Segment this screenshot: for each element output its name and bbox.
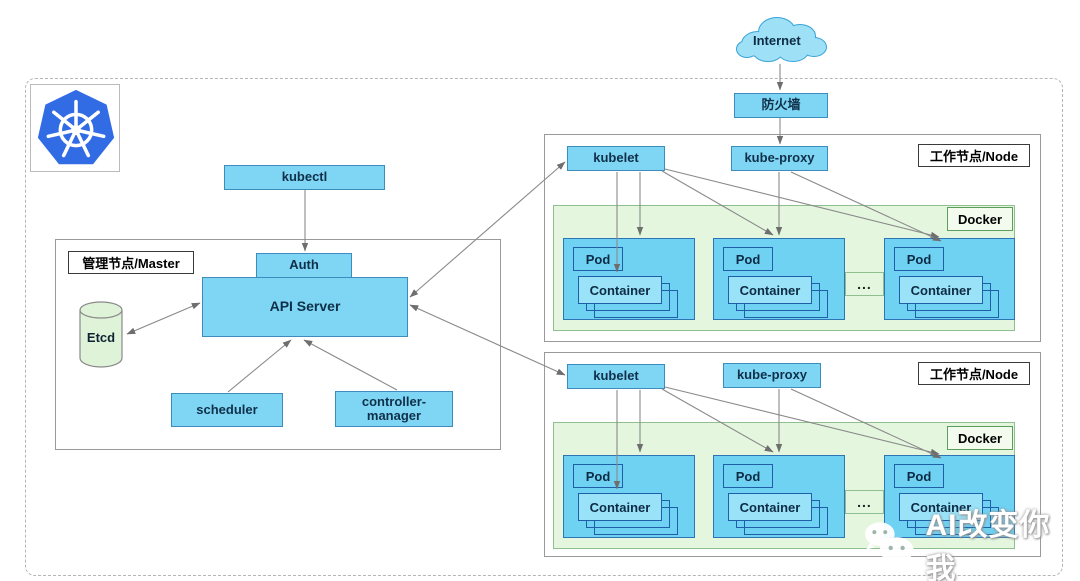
container-label: Container — [899, 493, 983, 521]
node2-pod-2: Pod Container — [713, 455, 845, 538]
diagram-dashed-border — [25, 78, 1063, 576]
etcd-label: Etcd — [86, 330, 116, 345]
pod-label: Pod — [573, 247, 623, 271]
node2-more-pods-ellipsis: ... — [845, 490, 884, 514]
auth-box: Auth — [256, 253, 352, 278]
node1-pod-3: Pod Container — [884, 238, 1015, 320]
pod-label: Pod — [894, 464, 944, 488]
pod-label: Pod — [723, 247, 773, 271]
node2-kubelet-box: kubelet — [567, 364, 665, 389]
node1-title: 工作节点/Node — [918, 144, 1030, 167]
controller-manager-box: controller-manager — [335, 391, 453, 427]
kubernetes-logo-frame — [30, 84, 120, 172]
node2-pod-3: Pod Container — [884, 455, 1015, 538]
container-label: Container — [899, 276, 983, 304]
node1-more-pods-ellipsis: ... — [845, 272, 884, 296]
watermark: AI改变你我 — [860, 500, 1080, 581]
node1-kube-proxy-box: kube-proxy — [731, 146, 828, 171]
node1-docker-label: Docker — [947, 207, 1013, 231]
node1-pod-2: Pod Container — [713, 238, 845, 320]
container-label: Container — [578, 276, 662, 304]
pod-label: Pod — [723, 464, 773, 488]
kubectl-box: kubectl — [224, 165, 385, 190]
node2-pod-1: Pod Container — [563, 455, 695, 538]
node2-docker-label: Docker — [947, 426, 1013, 450]
node1-pod-1: Pod Container — [563, 238, 695, 320]
wechat-icon — [864, 522, 914, 567]
master-title: 管理节点/Master — [68, 251, 194, 274]
internet-label: Internet — [753, 33, 801, 48]
internet-cloud-icon — [736, 17, 827, 62]
etcd-cylinder-icon — [79, 301, 123, 368]
node2-kube-proxy-box: kube-proxy — [723, 363, 821, 388]
container-label: Container — [728, 493, 812, 521]
pod-label: Pod — [894, 247, 944, 271]
container-label: Container — [578, 493, 662, 521]
node2-title: 工作节点/Node — [918, 362, 1030, 385]
pod-label: Pod — [573, 464, 623, 488]
kubernetes-logo-icon — [37, 89, 115, 165]
watermark-text: AI改变你我 — [925, 509, 1051, 581]
api-server-box: API Server — [202, 277, 408, 337]
container-label: Container — [728, 276, 812, 304]
scheduler-box: scheduler — [171, 393, 283, 427]
firewall-box: 防火墙 — [734, 93, 828, 118]
node1-kubelet-box: kubelet — [567, 146, 665, 171]
